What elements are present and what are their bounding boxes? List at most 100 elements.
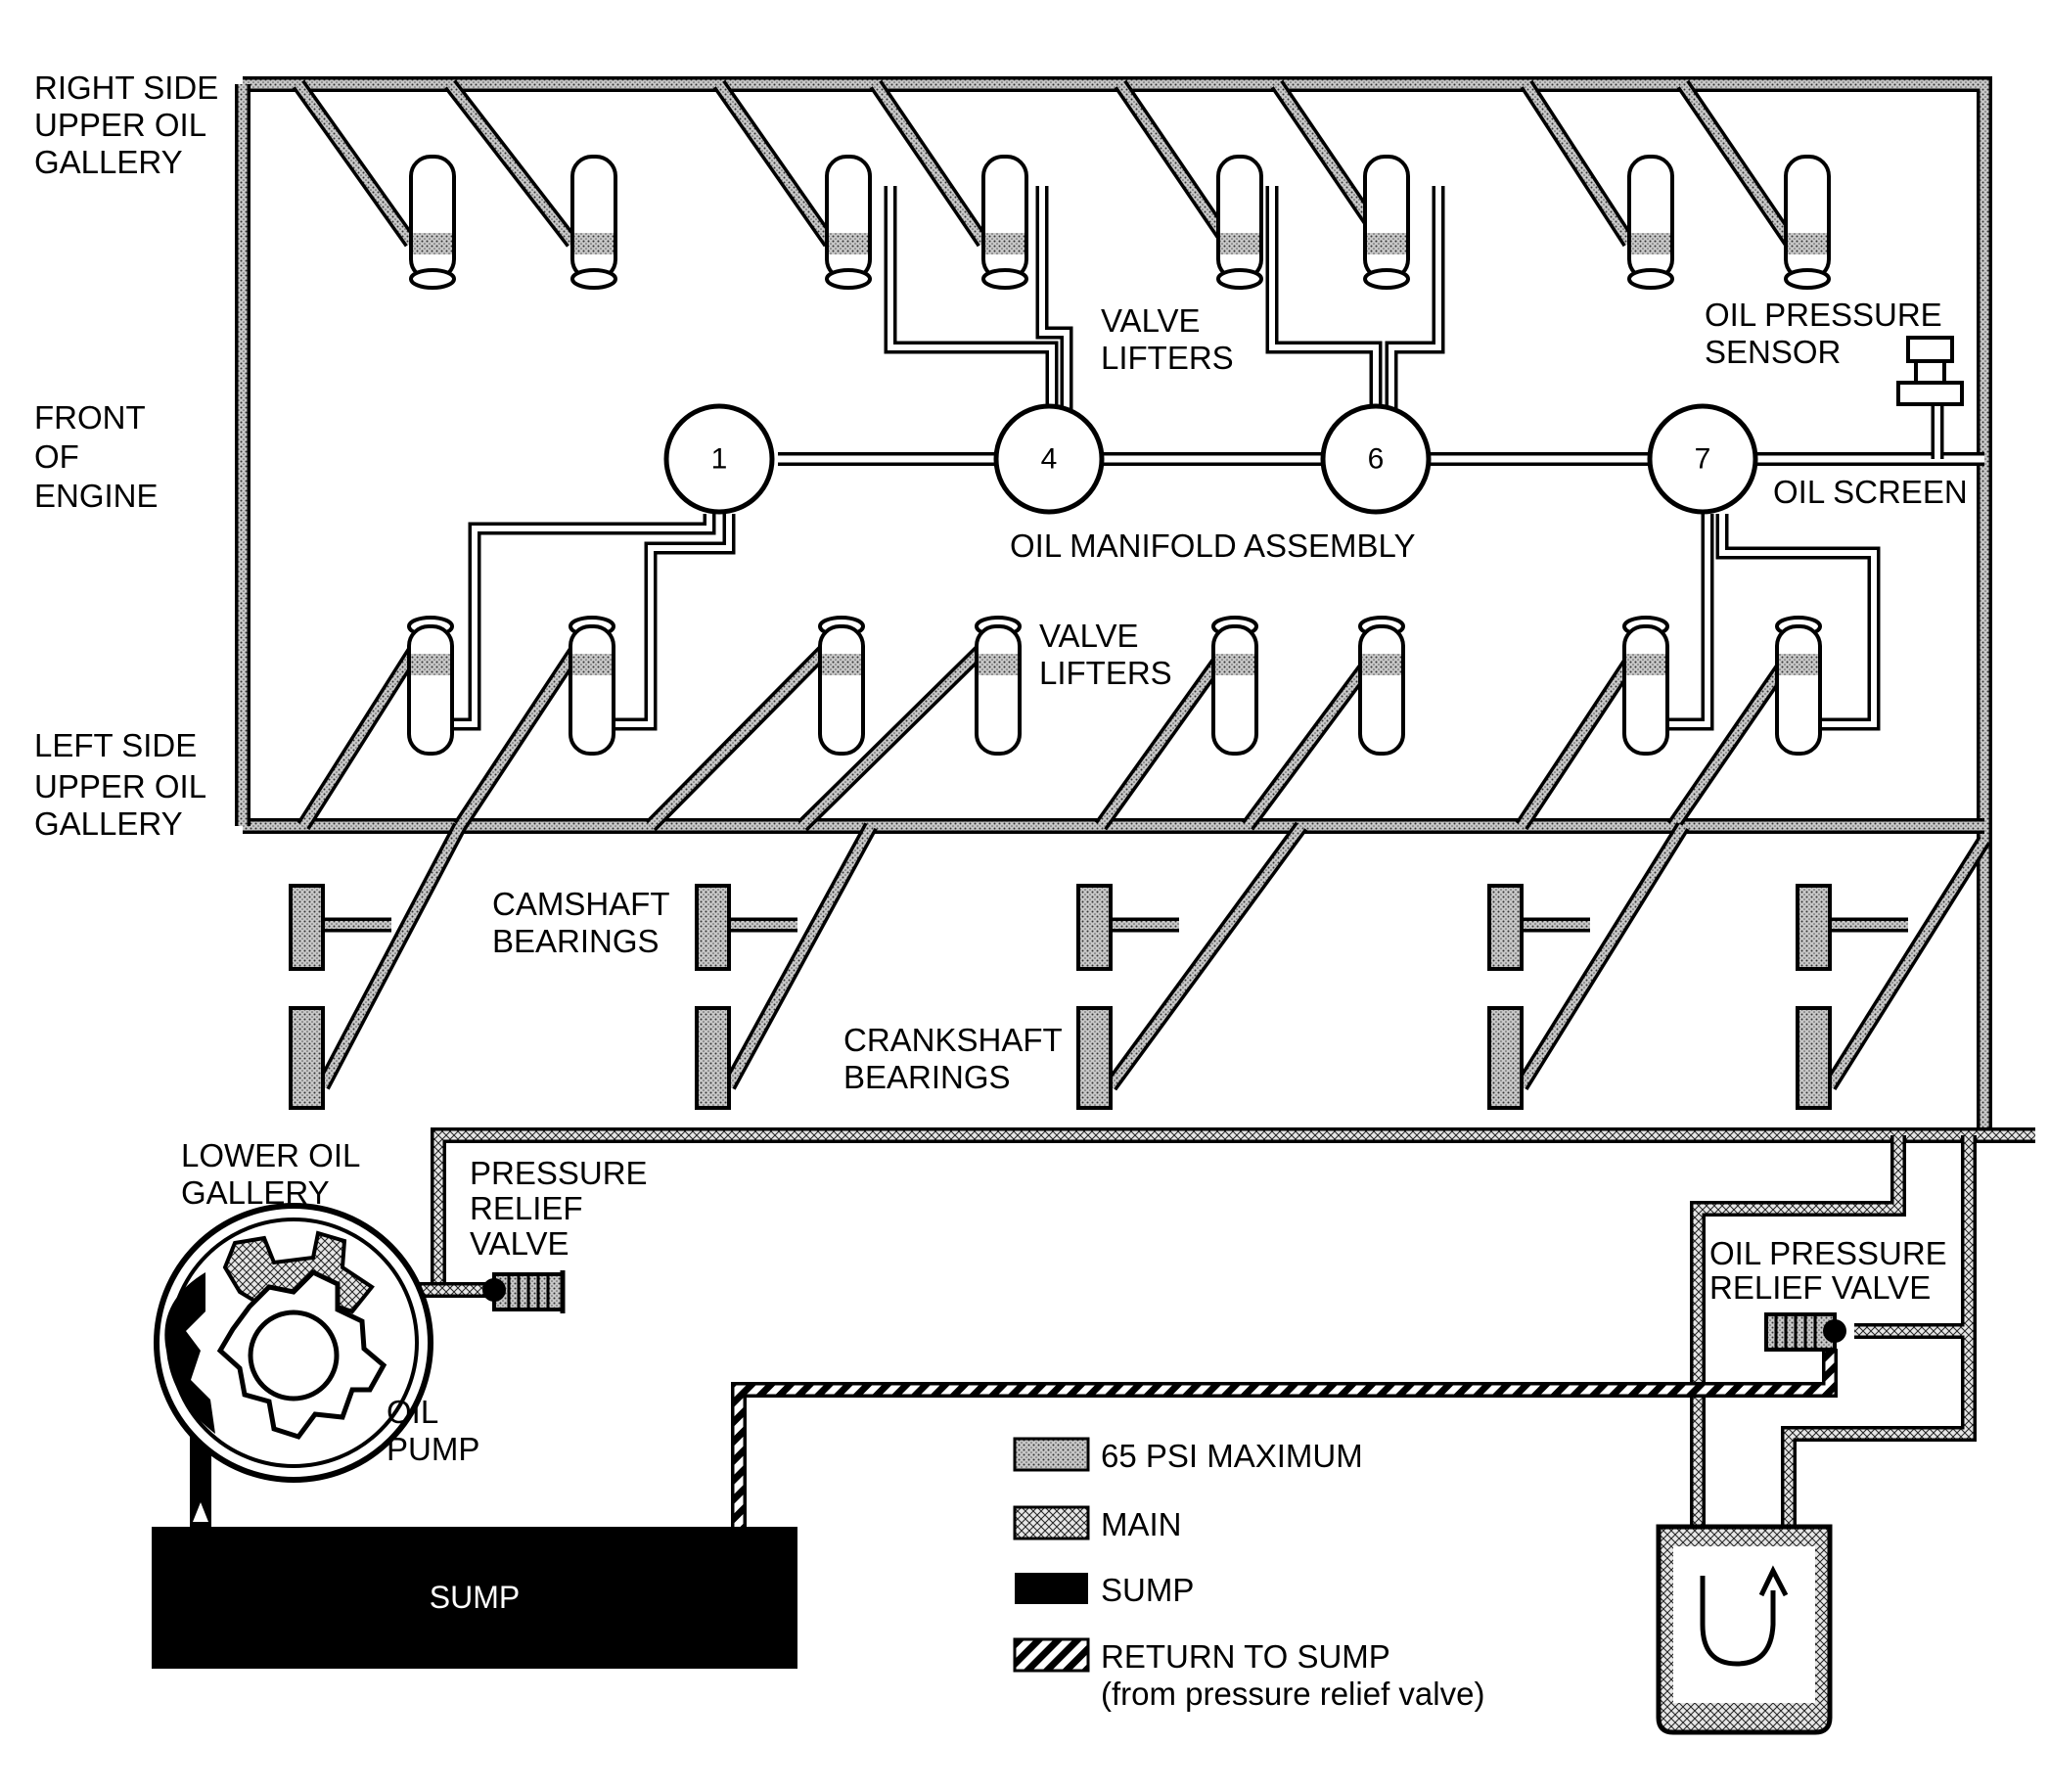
- crankshaft-bearing: [289, 1006, 325, 1110]
- pressure-relief-valve-label: PRESSURE RELIEF VALVE: [470, 1155, 648, 1262]
- svg-text:BEARINGS: BEARINGS: [843, 1059, 1011, 1095]
- manifold-port-6: 6: [1320, 403, 1432, 515]
- valve-lifter: [407, 616, 454, 756]
- camshaft-bearing: [1076, 884, 1113, 971]
- camshaft-bearing: [1487, 884, 1524, 971]
- manifold-port-number: 7: [1695, 443, 1711, 476]
- legend-label: 65 PSI MAXIMUM: [1101, 1438, 1363, 1474]
- svg-text:OF: OF: [34, 438, 79, 475]
- crankshaft-bearing: [695, 1006, 731, 1110]
- manifold-port-4: 4: [993, 403, 1105, 515]
- pipe-network: [190, 76, 2035, 1527]
- pump-pressure-relief-valve-icon: [482, 1270, 566, 1313]
- oil-screen-label: OIL SCREEN: [1773, 474, 1968, 510]
- svg-text:RELIEF: RELIEF: [470, 1190, 583, 1226]
- valve-lifter: [570, 155, 617, 290]
- crankshaft-bearing: [1487, 1006, 1524, 1110]
- left-upper-oil-gallery-label: LEFT SIDE UPPER OIL GALLERY: [34, 727, 206, 842]
- oil-pump-icon: [154, 1203, 433, 1483]
- oil-pressure-sensor-icon: [1896, 336, 1964, 406]
- crankshaft-bearings-label: CRANKSHAFT BEARINGS: [843, 1022, 1063, 1095]
- svg-text:SENSOR: SENSOR: [1705, 334, 1841, 370]
- svg-text:OIL PRESSURE: OIL PRESSURE: [1705, 297, 1942, 333]
- sump-tank: SUMP: [152, 1502, 797, 1669]
- front-of-engine-label: FRONT OF ENGINE: [34, 399, 159, 514]
- legend-item-return-to-sump: RETURN TO SUMP (from pressure relief val…: [1013, 1637, 1484, 1712]
- bearing-feeds: [316, 821, 1991, 1091]
- svg-text:CRANKSHAFT: CRANKSHAFT: [843, 1022, 1063, 1058]
- valve-lifter: [1784, 155, 1831, 290]
- svg-text:GALLERY: GALLERY: [181, 1174, 330, 1211]
- camshaft-bearings: [289, 884, 1832, 971]
- crankshaft-bearing: [1076, 1006, 1113, 1110]
- svg-text:GALLERY: GALLERY: [34, 144, 183, 180]
- svg-text:CAMSHAFT: CAMSHAFT: [492, 886, 670, 922]
- oil-manifold-assembly-label: OIL MANIFOLD ASSEMBLY: [1010, 528, 1415, 564]
- valve-lifter: [1363, 155, 1410, 290]
- valve-lifter: [1216, 155, 1263, 290]
- svg-text:LIFTERS: LIFTERS: [1101, 340, 1234, 376]
- valve-lifter: [409, 155, 456, 290]
- camshaft-bearing: [695, 884, 731, 971]
- manifold-port-7: 7: [1647, 403, 1758, 515]
- svg-text:LEFT SIDE: LEFT SIDE: [34, 727, 197, 763]
- right-side-valve-lifters: [409, 155, 1831, 290]
- valve-lifter: [825, 155, 872, 290]
- valve-lifter: [1211, 616, 1258, 756]
- valve-lifter: [1622, 616, 1669, 756]
- valve-lifter: [1775, 616, 1822, 756]
- oil-pump-label: OIL PUMP: [387, 1394, 479, 1467]
- manifold-port-number: 6: [1368, 443, 1385, 476]
- svg-text:GALLERY: GALLERY: [34, 805, 183, 842]
- crankshaft-bearings: [289, 1006, 1832, 1110]
- svg-text:PUMP: PUMP: [387, 1431, 479, 1467]
- camshaft-bearing: [1796, 884, 1832, 971]
- svg-text:RELIEF VALVE: RELIEF VALVE: [1709, 1269, 1931, 1306]
- right-upper-oil-gallery-label: RIGHT SIDE UPPER OIL GALLERY: [34, 69, 218, 180]
- legend-item-sump: SUMP: [1015, 1572, 1194, 1608]
- svg-text:OIL: OIL: [387, 1394, 438, 1430]
- oil-pressure-relief-valve-label: OIL PRESSURE RELIEF VALVE: [1709, 1235, 1947, 1306]
- svg-text:ENGINE: ENGINE: [34, 478, 159, 514]
- valve-lifter: [569, 616, 615, 756]
- svg-text:VALVE: VALVE: [470, 1225, 569, 1262]
- lower-oil-gallery-label: LOWER OIL GALLERY: [181, 1137, 360, 1211]
- manifold-port-1: 1: [663, 403, 775, 515]
- valve-lifters-top-label: VALVE LIFTERS: [1101, 302, 1234, 376]
- svg-text:UPPER OIL: UPPER OIL: [34, 768, 206, 804]
- crankshaft-bearing: [1796, 1006, 1832, 1110]
- svg-text:BEARINGS: BEARINGS: [492, 923, 660, 959]
- right-side-lifter-feeds: [292, 79, 1798, 248]
- oil-pressure-sensor-label: OIL PRESSURE SENSOR: [1705, 297, 1942, 370]
- right-upper-oil-gallery-pipe: [243, 76, 1992, 1143]
- legend-item-main: MAIN: [1013, 1505, 1182, 1542]
- svg-text:RIGHT SIDE: RIGHT SIDE: [34, 69, 218, 106]
- valve-lifter: [975, 616, 1022, 756]
- manifold-port-number: 1: [711, 443, 728, 476]
- svg-text:OIL PRESSURE: OIL PRESSURE: [1709, 1235, 1947, 1271]
- legend-label: RETURN TO SUMP: [1101, 1638, 1390, 1675]
- camshaft-bearing: [289, 884, 325, 971]
- svg-text:UPPER OIL: UPPER OIL: [34, 107, 206, 143]
- svg-text:LIFTERS: LIFTERS: [1039, 655, 1172, 691]
- valve-lifter: [818, 616, 865, 756]
- camshaft-bearings-label: CAMSHAFT BEARINGS: [492, 886, 670, 959]
- oil-manifold-ports: 1 4 6 7: [663, 403, 1758, 515]
- oil-pressure-relief-valve-icon: [1764, 1312, 1846, 1352]
- svg-text:PRESSURE: PRESSURE: [470, 1155, 648, 1191]
- svg-text:LOWER OIL: LOWER OIL: [181, 1137, 360, 1173]
- svg-text:VALVE: VALVE: [1101, 302, 1201, 339]
- valve-lifter: [1627, 155, 1674, 290]
- svg-text:VALVE: VALVE: [1039, 618, 1139, 654]
- valve-lifter: [981, 155, 1028, 290]
- oil-filter-icon: [1656, 1524, 1833, 1735]
- legend-label: MAIN: [1101, 1506, 1182, 1542]
- left-side-lifter-feeds: [296, 642, 1802, 832]
- valve-lifters-bottom-label: VALVE LIFTERS: [1039, 618, 1172, 691]
- legend-item-65-psi: 65 PSI MAXIMUM: [1013, 1437, 1363, 1474]
- left-side-valve-lifters: [407, 616, 1822, 756]
- sump-label: SUMP: [430, 1580, 520, 1615]
- svg-text:FRONT: FRONT: [34, 399, 146, 436]
- legend-sublabel: (from pressure relief valve): [1101, 1676, 1484, 1712]
